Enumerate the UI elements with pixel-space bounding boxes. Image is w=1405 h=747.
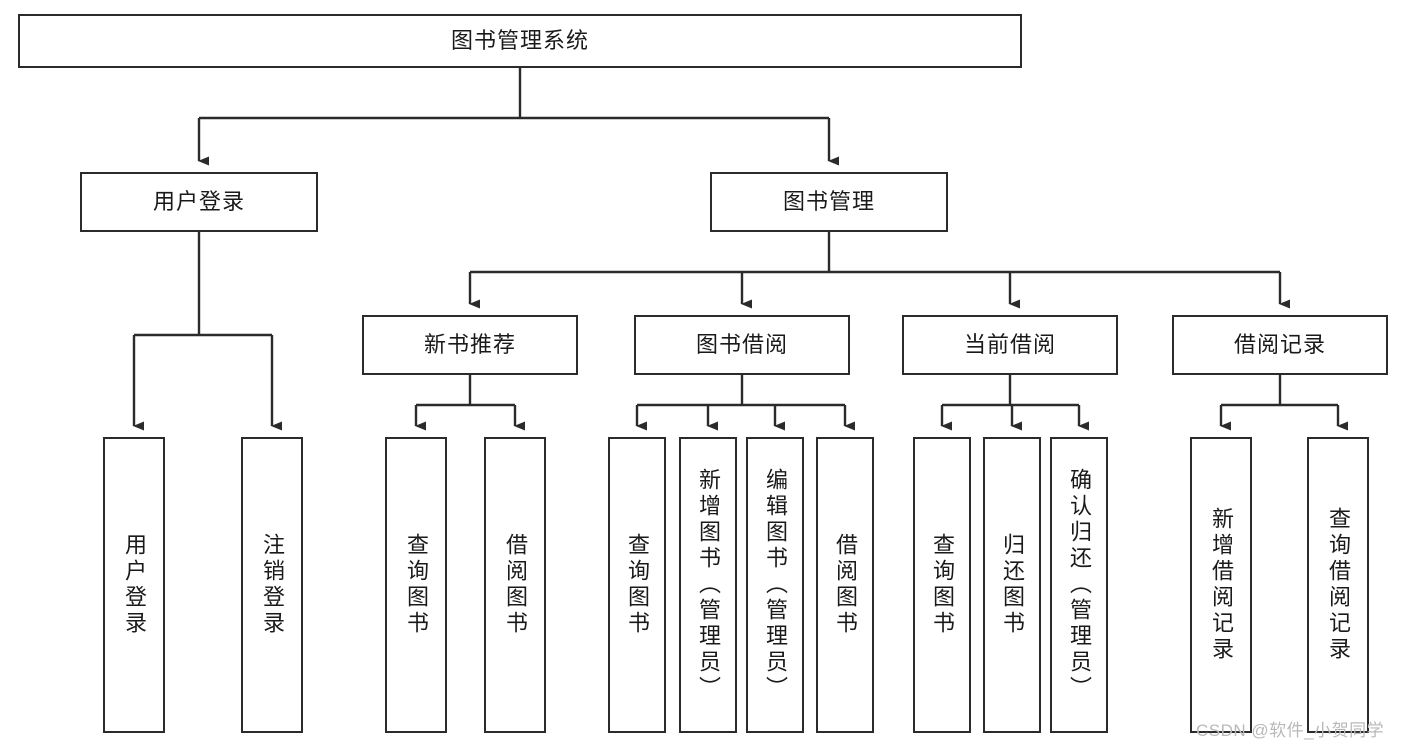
node-label-leaf-cur-3: 确认归还（管理员） — [1067, 468, 1092, 702]
node-leaf-bor-1[interactable]: 查询图书 — [608, 437, 666, 733]
node-newbooks[interactable]: 新书推荐 — [362, 315, 578, 375]
node-current[interactable]: 当前借阅 — [902, 315, 1118, 375]
node-label-leaf-login-1: 用户登录 — [122, 533, 147, 637]
node-leaf-new-1[interactable]: 查询图书 — [385, 437, 447, 733]
node-leaf-bor-3[interactable]: 编辑图书（管理员） — [746, 437, 804, 733]
node-label-newbooks: 新书推荐 — [423, 331, 516, 357]
node-leaf-cur-1[interactable]: 查询图书 — [913, 437, 971, 733]
node-borrow[interactable]: 图书借阅 — [634, 315, 850, 375]
node-label-leaf-new-1: 查询图书 — [404, 533, 429, 637]
node-label-login: 用户登录 — [152, 188, 245, 214]
node-label-leaf-bor-1: 查询图书 — [625, 533, 650, 637]
node-leaf-login-1[interactable]: 用户登录 — [103, 437, 165, 733]
edge-group — [132, 68, 1348, 431]
node-label-leaf-bor-2: 新增图书（管理员） — [696, 468, 721, 702]
node-label-leaf-login-2: 注销登录 — [260, 533, 285, 637]
node-leaf-bor-4[interactable]: 借阅图书 — [816, 437, 874, 733]
node-leaf-new-2[interactable]: 借阅图书 — [484, 437, 546, 733]
node-leaf-cur-2[interactable]: 归还图书 — [983, 437, 1041, 733]
node-login[interactable]: 用户登录 — [80, 172, 318, 232]
node-label-borrow: 图书借阅 — [695, 331, 788, 357]
node-label-leaf-cur-2: 归还图书 — [1000, 533, 1025, 637]
node-label-leaf-bor-4: 借阅图书 — [833, 533, 858, 637]
node-label-leaf-bor-3: 编辑图书（管理员） — [763, 468, 788, 702]
node-bookmgmt[interactable]: 图书管理 — [710, 172, 948, 232]
node-label-current: 当前借阅 — [963, 331, 1056, 357]
node-label-bookmgmt: 图书管理 — [782, 188, 875, 214]
node-leaf-cur-3[interactable]: 确认归还（管理员） — [1050, 437, 1108, 733]
node-label-leaf-cur-1: 查询图书 — [930, 533, 955, 637]
node-label-leaf-rec-1: 新增借阅记录 — [1209, 507, 1234, 663]
node-label-root: 图书管理系统 — [450, 27, 589, 53]
node-label-records: 借阅记录 — [1233, 331, 1326, 357]
node-root[interactable]: 图书管理系统 — [18, 14, 1022, 68]
node-leaf-bor-2[interactable]: 新增图书（管理员） — [679, 437, 737, 733]
node-label-leaf-rec-2: 查询借阅记录 — [1326, 507, 1351, 663]
node-records[interactable]: 借阅记录 — [1172, 315, 1388, 375]
node-leaf-login-2[interactable]: 注销登录 — [241, 437, 303, 733]
node-leaf-rec-2[interactable]: 查询借阅记录 — [1307, 437, 1369, 733]
node-label-leaf-new-2: 借阅图书 — [503, 533, 528, 637]
node-leaf-rec-1[interactable]: 新增借阅记录 — [1190, 437, 1252, 733]
